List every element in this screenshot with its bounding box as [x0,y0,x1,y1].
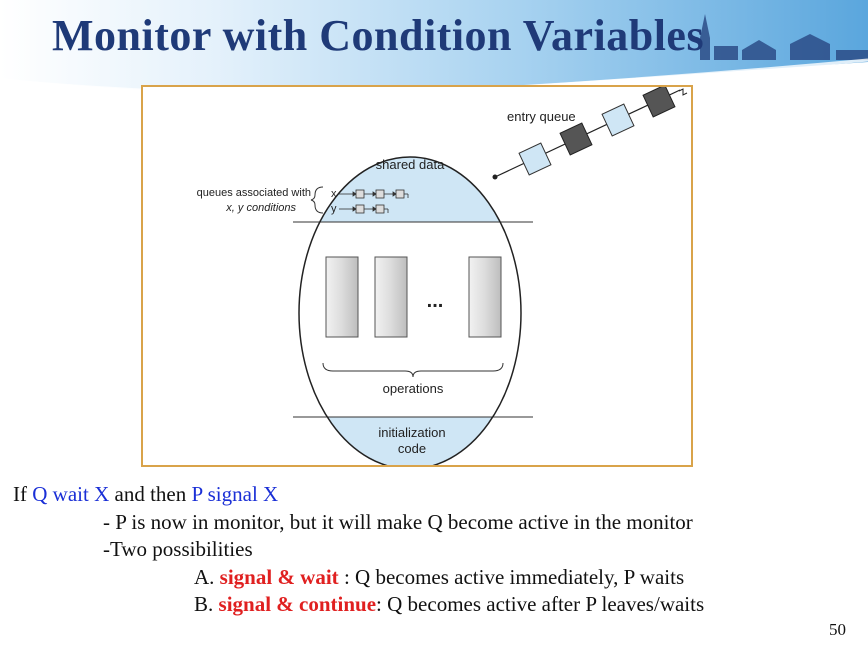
text-if: If [13,482,33,506]
text-p-signal: P signal X [191,482,279,506]
monitor-diagram: shared data queues associated with x, y … [141,85,693,467]
shared-data-label: shared data [376,157,445,172]
operations-ellipsis: ... [427,290,444,312]
text-line-2: - P is now in monitor, but it will make … [103,510,693,534]
operation-block [468,256,502,338]
text-and-then: and then [109,482,192,506]
queue-x-icon [339,189,409,199]
monitor-ellipse [298,156,522,465]
operation-block [374,256,408,338]
page-number: 50 [829,620,846,639]
text-line-3: -Two possibilities [103,537,253,561]
brace-icon [310,186,324,214]
entry-queue-label: entry queue [507,109,576,124]
queue-x-label: x [331,188,337,200]
text-option-a: A. signal & wait : Q becomes active imme… [194,565,684,590]
queues-label: queues associated with [197,187,311,199]
skyline-icon [700,14,868,60]
slide-title: Monitor with Condition Variables [52,11,705,60]
operations-label: operations [383,381,444,396]
option-a-desc: : Q becomes active immediately, P waits [338,565,685,589]
text-option-b: B. signal & continue: Q becomes active a… [194,592,704,617]
queues-label-conditions: x, y conditions [225,202,296,214]
queue-y-label: y [331,203,337,215]
operations-brace-icon [322,362,504,378]
entry-queue-icon [492,87,688,180]
option-b-term: signal & continue [218,592,377,616]
text-q-wait: Q wait X [32,482,110,506]
option-a-prefix: A. [194,565,220,589]
queue-y-icon [339,204,389,214]
option-b-prefix: B. [194,592,219,616]
text-line-1: If Q wait X and then P signal X [13,482,278,507]
init-label-line1: initialization [378,425,445,440]
init-label-line2: code [398,441,426,456]
option-b-desc: : Q becomes active after P leaves/waits [376,592,705,616]
option-a-term: signal & wait [219,565,339,589]
operation-block [325,256,359,338]
